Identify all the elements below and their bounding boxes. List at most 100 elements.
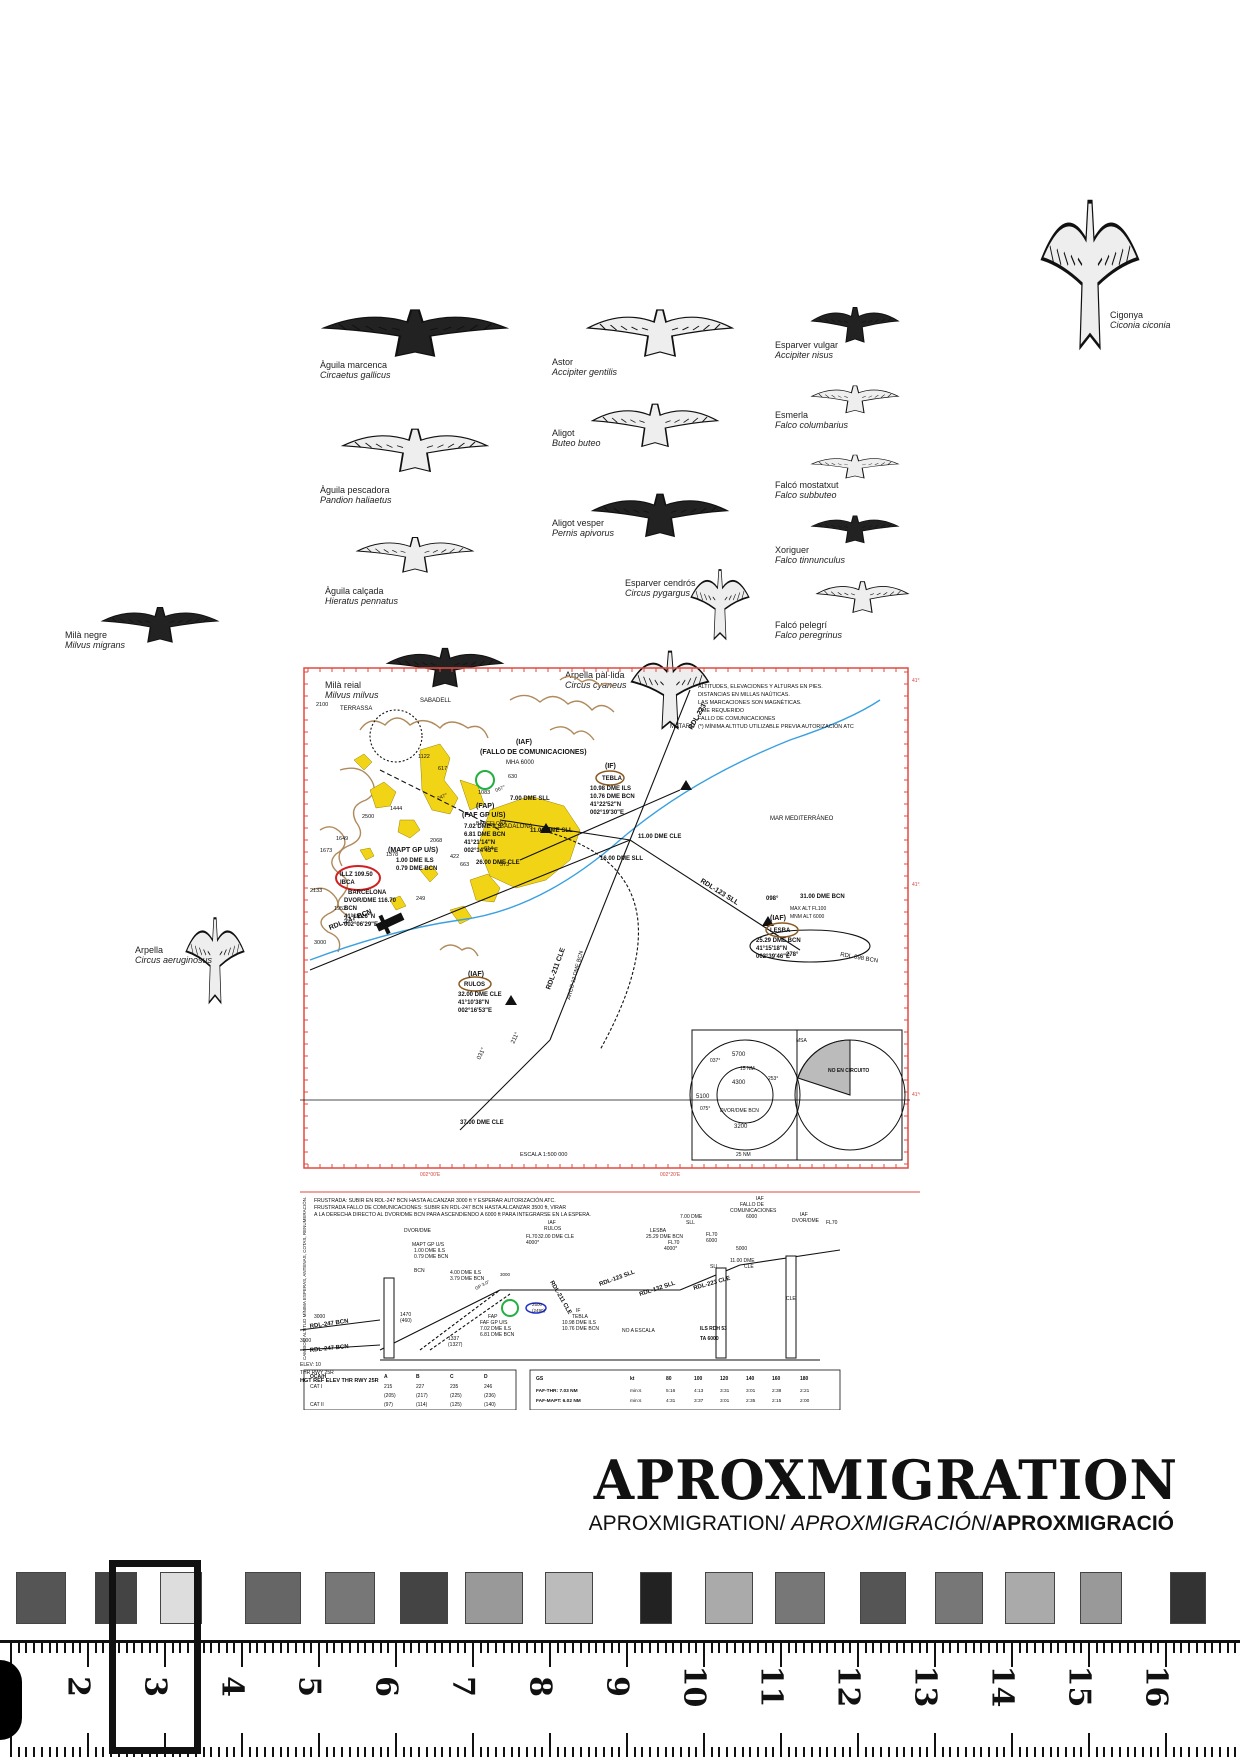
page-selector[interactable]	[109, 1560, 201, 1754]
ruler-tick	[510, 1747, 513, 1757]
ruler-tick	[1080, 1643, 1083, 1653]
ruler-tick	[79, 1747, 82, 1757]
elevation-label: 1673	[320, 848, 332, 854]
ruler-tick	[626, 1733, 628, 1757]
chart-label: 253°	[768, 1076, 778, 1082]
ruler-tick	[810, 1747, 813, 1757]
ruler-tick	[795, 1643, 798, 1653]
ruler-tick	[780, 1643, 782, 1667]
ruler-tick	[564, 1747, 567, 1757]
ruler-tick	[264, 1747, 267, 1757]
profile-label: FL70	[706, 1232, 718, 1238]
ruler-tick	[333, 1747, 336, 1757]
ruler-tick	[1188, 1747, 1191, 1757]
table-cell: 3:37	[694, 1398, 704, 1404]
ruler-tick	[402, 1643, 405, 1653]
ruler-tick	[833, 1643, 836, 1653]
ruler-tick	[94, 1643, 97, 1653]
ruler-tick	[71, 1747, 74, 1757]
ruler-number: 11	[753, 1665, 789, 1708]
chart-label: 11.00 DME CLE	[638, 834, 681, 840]
approach-chart: TERRASSASABADELLMATARÓBADALONABARCELONAM…	[300, 667, 920, 1178]
page-thumbnail[interactable]	[935, 1572, 983, 1624]
profile-label: GP 3.0°	[474, 1279, 490, 1291]
page-thumbnail[interactable]	[1005, 1572, 1055, 1624]
ruler-tick	[341, 1747, 344, 1757]
profile-label: TA 6000	[700, 1336, 719, 1342]
ruler-tick	[1203, 1747, 1206, 1757]
chart-label: ARCO 12 DME BCN	[566, 950, 585, 1000]
profile-label: COMUNICACIONES	[730, 1208, 777, 1214]
ruler-tick	[1064, 1643, 1067, 1653]
profile-label: 0.79 DME BCN	[414, 1254, 449, 1260]
chart-label: (FALLO DE COMUNICACIONES)	[480, 749, 587, 756]
ruler-tick	[133, 1643, 136, 1653]
profile-label: (2490)	[532, 1308, 546, 1313]
ruler-tick	[164, 1733, 166, 1757]
chart-label: 002°20'E	[660, 1172, 681, 1178]
ruler-tick	[618, 1643, 621, 1653]
profile-label: SLL	[710, 1264, 719, 1270]
table-cell: 160	[772, 1376, 781, 1382]
chart-label: 002°39'46"E	[756, 954, 790, 960]
page-thumbnail[interactable]	[860, 1572, 906, 1624]
ruler-tick	[341, 1643, 344, 1653]
profile-label: NO A ESCALA	[622, 1328, 655, 1334]
ruler-tick	[63, 1747, 66, 1757]
table-cell: min:s	[630, 1388, 642, 1394]
ruler-tick	[48, 1747, 51, 1757]
table-cell: 2:38	[772, 1388, 782, 1394]
table-cell: (97)	[384, 1402, 393, 1408]
ruler-tick	[502, 1747, 505, 1757]
chart-label: 32.00 DME CLE	[458, 992, 502, 998]
page-thumbnail[interactable]	[775, 1572, 825, 1624]
profile-label: 7.00 DME	[680, 1214, 703, 1220]
table-cell: 227	[416, 1384, 425, 1390]
profile-label: 4000*	[664, 1246, 677, 1252]
bird-illustration	[810, 380, 900, 415]
page-thumbnail[interactable]	[245, 1572, 301, 1624]
page-thumbnail[interactable]	[325, 1572, 375, 1624]
ruler-tick	[649, 1643, 652, 1653]
ruler-tick	[803, 1747, 806, 1757]
ruler-tick	[117, 1643, 120, 1653]
table-cell: OCA/H	[310, 1374, 327, 1380]
ruler-tick	[656, 1643, 659, 1653]
ruler-tick	[903, 1643, 906, 1653]
ruler-tick	[56, 1643, 59, 1653]
ruler-tick	[248, 1643, 251, 1653]
chart-label: 002°06'29"E	[344, 922, 378, 928]
page-thumbnail[interactable]	[465, 1572, 523, 1624]
page-thumbnail[interactable]	[640, 1572, 672, 1624]
page-thumbnail[interactable]	[1080, 1572, 1122, 1624]
ruler-tick	[10, 1733, 12, 1757]
page-thumbnail[interactable]	[1170, 1572, 1206, 1624]
chart-label: DVOR/DME 116.70	[344, 898, 397, 904]
profile-fap-ring	[501, 1299, 519, 1317]
fix-markers	[505, 780, 774, 1005]
ruler-tick	[1103, 1643, 1106, 1653]
page-thumbnail[interactable]	[545, 1572, 593, 1624]
elevation-label: 614	[484, 846, 493, 852]
ruler-tick	[202, 1747, 205, 1757]
chart-label: 31.00 DME BCN	[800, 894, 845, 900]
bird-latin-name: Pernis apivorus	[552, 528, 615, 538]
page-thumbnail[interactable]	[95, 1572, 137, 1624]
ruler-tick	[710, 1747, 713, 1757]
ruler-tick	[664, 1643, 667, 1653]
ruler-tick	[741, 1747, 744, 1757]
profile-label: TEBLA	[572, 1314, 589, 1320]
elevation-label: 1378	[386, 852, 398, 858]
ruler-tick	[525, 1747, 528, 1757]
bird-illustration	[340, 420, 490, 475]
profile-label: FL70	[526, 1234, 538, 1240]
profile-label: 1.00 DME ILS	[414, 1248, 446, 1254]
ruler-tick	[1003, 1643, 1006, 1653]
page-thumbnail[interactable]	[400, 1572, 448, 1624]
profile-label: 3000	[314, 1314, 325, 1320]
ruler-tick	[849, 1747, 852, 1757]
page-thumbnail[interactable]	[16, 1572, 66, 1624]
ruler-tick	[818, 1747, 821, 1757]
page-thumbnail[interactable]	[705, 1572, 753, 1624]
chart-label: MAX ALT FL100	[790, 906, 826, 912]
